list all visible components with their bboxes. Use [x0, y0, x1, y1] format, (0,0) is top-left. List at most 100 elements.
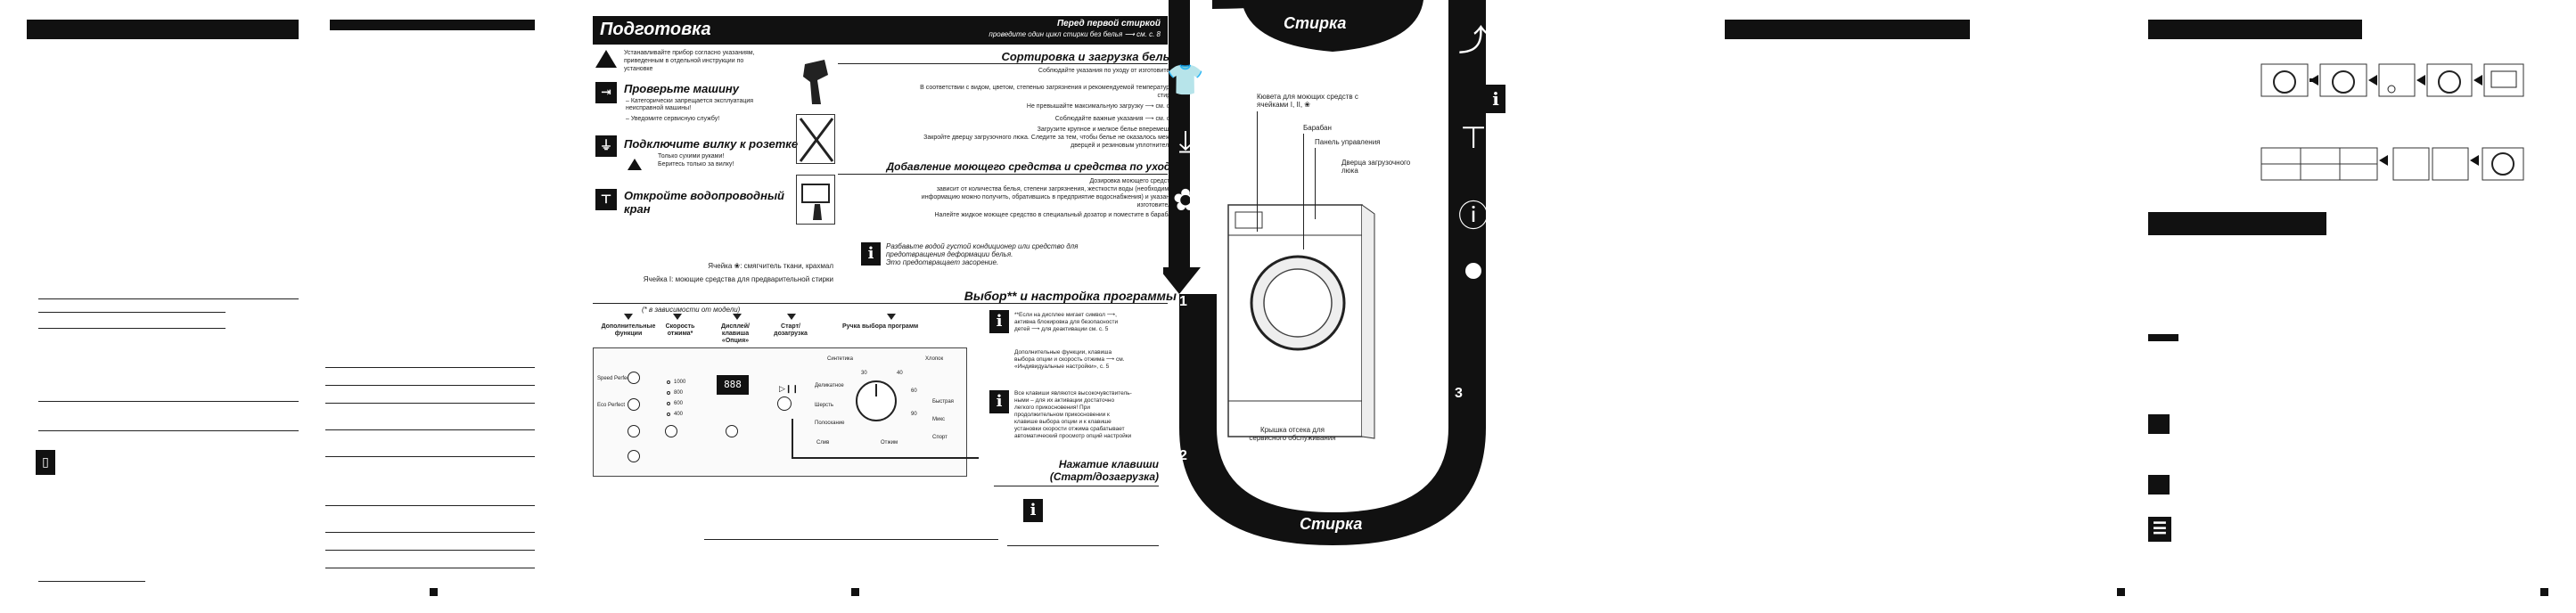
info-box-line-2: предотвращения деформации белья. [886, 250, 1013, 258]
option-button[interactable] [726, 425, 738, 437]
rule [704, 539, 998, 540]
check-machine-item-3: – Уведомите сервисную службу! [626, 116, 720, 122]
callout-detergent-drawer: Кювета для моющих средств с ячейками I, … [1257, 93, 1358, 109]
temperature-label: 40 [897, 371, 903, 376]
display-screen: 888 [717, 375, 749, 395]
sorting-line-1: Соблюдайте указания по уходу от изготови… [1038, 68, 1177, 74]
page-marker [2540, 588, 2548, 596]
start-button[interactable] [777, 396, 792, 411]
callout-service-flap: Крышка отсека для сервисного обслуживани… [1249, 426, 1336, 442]
temperature-label: 90 [911, 412, 917, 417]
compartment-softener: Ячейка ❀: смягчитель ткани, крахмал [708, 262, 833, 270]
program-label: Быстрая [932, 399, 954, 405]
rule [325, 505, 535, 506]
extra-function-button[interactable] [628, 450, 640, 462]
washing-machine-illustration [1227, 204, 1375, 439]
warning-text-2: приведенным в отдельной инструкции по [624, 58, 744, 64]
callout-control-panel: Панель управления [1315, 138, 1381, 146]
before-wash-line1: Перед первой стиркой [1056, 19, 1161, 29]
rule [838, 174, 1168, 175]
temperature-label: 30 [861, 371, 867, 376]
step-number: 3 [1455, 386, 1463, 401]
plug-in-note-2: Беритесь только за вилку! [658, 161, 734, 168]
rule [38, 581, 145, 582]
arrow-down-icon [624, 314, 633, 320]
dot-icon [1465, 263, 1481, 279]
arrow-down-icon [887, 314, 896, 320]
section-bar [2148, 212, 2326, 235]
sorting-line-7: Закройте дверцу загрузочного люка. Следи… [923, 135, 1177, 141]
info-box-line-1: Разбавьте водой густой кондиционер или с… [886, 242, 1079, 250]
sorting-illustration [798, 55, 833, 109]
plug-in-heading: Подключите вилку к розетке [624, 137, 799, 151]
note-3-line-2: ными – для их активации достаточно [1014, 397, 1115, 404]
sorting-line-5: Соблюдайте важные указания ⟶ см. с. 8 [1054, 116, 1177, 122]
sorting-line-6: Загрузите крупное и мелкое белье впереме… [1037, 127, 1177, 133]
info-box-line-3: Это предотвращает засорение. [886, 258, 999, 266]
sorting-line-4: Не превышайте максимальную загрузку ⟶ см… [1026, 103, 1177, 110]
extra-function-button[interactable] [628, 425, 640, 437]
spin-speed-button[interactable] [665, 425, 677, 437]
start-press-arrow [792, 457, 979, 459]
arrow-down-icon [787, 314, 796, 320]
plug-in-note-1: Только сухими руками! [658, 153, 725, 159]
detergent-line-4: изготовителя. [1136, 202, 1177, 208]
rule [325, 550, 535, 551]
press-key-line-2: (Старт/дозагрузка) [1049, 470, 1159, 483]
shirt-icon: 👕 [1166, 63, 1205, 97]
rule [38, 430, 299, 431]
flow-arrow-icon: ⤴ [1458, 24, 1489, 58]
note-3-line-6: установки скорости отжима срабатывает [1014, 426, 1125, 432]
callout-drum: Барабан [1303, 124, 1332, 132]
detergent-line-3: информацию можно получить, обратившись в… [921, 194, 1177, 200]
marker-dash [2148, 334, 2178, 341]
spin-speed-option: 800 [674, 390, 684, 396]
detergent-illustration [796, 175, 835, 225]
program-knob-pointer [875, 384, 877, 396]
rule [325, 532, 535, 533]
extra-function-button[interactable] [628, 372, 640, 384]
note-3-line-5: клавише выбора опции и к клавише [1014, 419, 1112, 425]
page-marker [2117, 588, 2125, 596]
program-label: Спорт [932, 435, 948, 440]
rule [325, 403, 535, 404]
spin-led [667, 380, 670, 384]
sorting-line-3: стирки [1157, 93, 1177, 99]
program-sequence-diagram [2260, 63, 2524, 181]
loading-illustration [796, 114, 835, 164]
arrow-down-icon [733, 314, 742, 320]
spin-speed-option: 400 [674, 412, 684, 417]
diagram-top-label: Стирка [1284, 14, 1347, 32]
warning-text-1: Устанавливайте прибор согласно указаниям… [624, 50, 755, 56]
program-label: Микс [932, 417, 946, 422]
rule [325, 429, 535, 430]
load-arrow-icon: ⤓ [1178, 125, 1193, 159]
header-bar-page-6 [2148, 20, 2362, 39]
rule [325, 385, 535, 386]
note-2-line-2: выбора опции и скорость отжима ⟶ см. [1014, 356, 1125, 363]
rule [38, 312, 226, 313]
check-machine-item-1: – Категорически запрещается эксплуатация [626, 98, 754, 104]
callout-line [1315, 148, 1316, 219]
sorting-line-2: В соответствии с видом, цветом, степенью… [920, 85, 1177, 91]
program-label: Хлопок [925, 356, 944, 362]
info-icon: i [1023, 499, 1043, 522]
temperature-label: 60 [911, 388, 917, 394]
extra-function-button[interactable] [628, 398, 640, 411]
diagram-bottom-label: Стирка [1300, 515, 1363, 533]
book-icon: ▯ [36, 450, 55, 475]
header-bar-page-2 [330, 20, 535, 30]
selection-heading: Выбор** и настройка программы [964, 289, 1177, 303]
marker-square [2148, 414, 2170, 434]
spin-speed-option: 1000 [674, 380, 686, 385]
callout-line [1303, 134, 1304, 249]
note-3-line-7: автоматический просмотр опций настройки [1014, 433, 1132, 439]
tap-icon: ⊤ [1460, 121, 1487, 155]
program-label: Полоскание [815, 421, 845, 426]
label-spin-speed: Скорость отжима* [665, 323, 695, 337]
rule [325, 367, 535, 368]
label-display: Дисплей/ клавиша «Опция» [721, 323, 750, 344]
callout-line [1257, 111, 1258, 232]
program-label: Синтетика [827, 356, 854, 362]
page-title: Подготовка [600, 20, 711, 39]
